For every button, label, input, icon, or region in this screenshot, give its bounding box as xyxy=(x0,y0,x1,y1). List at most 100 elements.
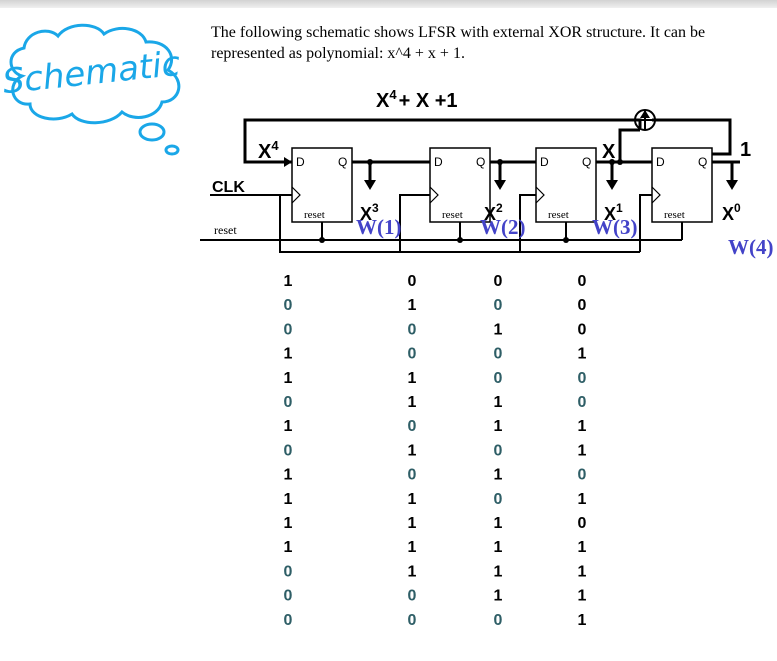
table-row: 1 0 1 0 xyxy=(284,467,587,484)
output-label: X2 xyxy=(484,201,503,224)
table-cell: 0 xyxy=(284,394,293,411)
flipflop-body xyxy=(651,147,713,223)
flipflop-q-label: Q xyxy=(582,155,591,169)
table-cell: 1 xyxy=(408,394,417,411)
clock-triangle xyxy=(535,186,545,204)
cloud-bubble-large xyxy=(138,122,166,142)
table-cell: 0 xyxy=(494,612,503,629)
table-cell: 0 xyxy=(578,273,587,290)
flipflop-body xyxy=(535,147,597,223)
table-cell: 0 xyxy=(284,297,293,314)
clock-triangle xyxy=(291,186,301,204)
table-cell: 0 xyxy=(494,442,503,459)
table-cell: 1 xyxy=(284,491,293,508)
table-cell: 1 xyxy=(578,612,587,629)
clk-label: CLK xyxy=(212,179,245,196)
table-cell: 0 xyxy=(494,346,503,363)
clock-wire xyxy=(260,194,640,253)
cloud-shape xyxy=(9,23,181,125)
intro-text: The following schematic shows LFSR with … xyxy=(211,24,706,62)
tap-to-xor xyxy=(618,128,640,162)
table-cell: 0 xyxy=(578,467,587,484)
table-cell: 0 xyxy=(494,491,503,508)
table-cell: 0 xyxy=(284,563,293,580)
table-row: 0 1 1 0 xyxy=(284,394,587,411)
table-cell: 1 xyxy=(494,394,503,411)
table-cell: 1 xyxy=(284,346,293,363)
flipflop-body xyxy=(429,147,491,223)
table-cell: 1 xyxy=(284,467,293,484)
table-cell: 0 xyxy=(494,297,503,314)
table-cell: 1 xyxy=(578,418,587,435)
table-cell: 1 xyxy=(494,418,503,435)
table-cell: 1 xyxy=(408,442,417,459)
table-cell: 0 xyxy=(494,273,503,290)
clock-branch xyxy=(280,194,652,252)
flipflop-d-label: D xyxy=(656,155,665,169)
table-cell: 0 xyxy=(578,321,587,338)
table-cell: 0 xyxy=(578,297,587,314)
flipflop-body xyxy=(291,147,353,223)
table-cell: 1 xyxy=(494,588,503,605)
table-cell: 0 xyxy=(284,612,293,629)
table-cell: 0 xyxy=(284,588,293,605)
output-label: X3 xyxy=(360,201,379,224)
table-cell: 1 xyxy=(578,491,587,508)
table-cell: 1 xyxy=(578,442,587,459)
table-cell: 1 xyxy=(284,539,293,556)
table-cell: 0 xyxy=(578,394,587,411)
table-cell: 0 xyxy=(408,346,417,363)
wire-label: W(2) xyxy=(480,215,526,239)
flipflop-d-label: D xyxy=(434,155,443,169)
table-cell: 0 xyxy=(494,370,503,387)
feedback-into-ff1 xyxy=(243,140,292,164)
output-label: X0 xyxy=(722,201,741,224)
table-row: 1 1 1 0 xyxy=(284,515,587,532)
table-cell: 0 xyxy=(408,418,417,435)
table-cell: 1 xyxy=(408,370,417,387)
table-cell: 1 xyxy=(408,563,417,580)
clock-triangle xyxy=(651,186,661,204)
table-cell: 1 xyxy=(494,563,503,580)
table-cell: 1 xyxy=(494,467,503,484)
wire-labels: W(1)W(2)W(3)W(4) xyxy=(356,215,774,259)
feedback-x4-label: X4 xyxy=(258,138,279,163)
table-cell: 0 xyxy=(408,467,417,484)
wire-label: W(1) xyxy=(356,215,402,239)
cloud-bubble-small xyxy=(164,144,180,156)
table-cell: 1 xyxy=(408,297,417,314)
flipflop-q-label: Q xyxy=(698,155,707,169)
reset-label: reset xyxy=(214,223,237,237)
table-cell: 0 xyxy=(408,588,417,605)
table-cell: 0 xyxy=(284,442,293,459)
table-cell: 1 xyxy=(578,346,587,363)
clock-triangle xyxy=(429,186,439,204)
table-cell: 1 xyxy=(408,515,417,532)
table-cell: 0 xyxy=(408,612,417,629)
tap-x-label: X xyxy=(602,141,616,163)
flipflop-d-label: D xyxy=(296,155,305,169)
table-cell: 1 xyxy=(408,539,417,556)
flipflop-reset-label: reset xyxy=(664,209,685,221)
tap-one-label: 1 xyxy=(740,139,751,161)
polynomial-label: X4+ X +1 xyxy=(376,87,458,112)
table-cell: 1 xyxy=(578,539,587,556)
table-cell: 0 xyxy=(578,370,587,387)
table-cell: 1 xyxy=(284,515,293,532)
table-cell: 1 xyxy=(494,515,503,532)
flipflop-reset-label: reset xyxy=(442,209,463,221)
table-cell: 0 xyxy=(408,321,417,338)
table-cell: 0 xyxy=(578,515,587,532)
